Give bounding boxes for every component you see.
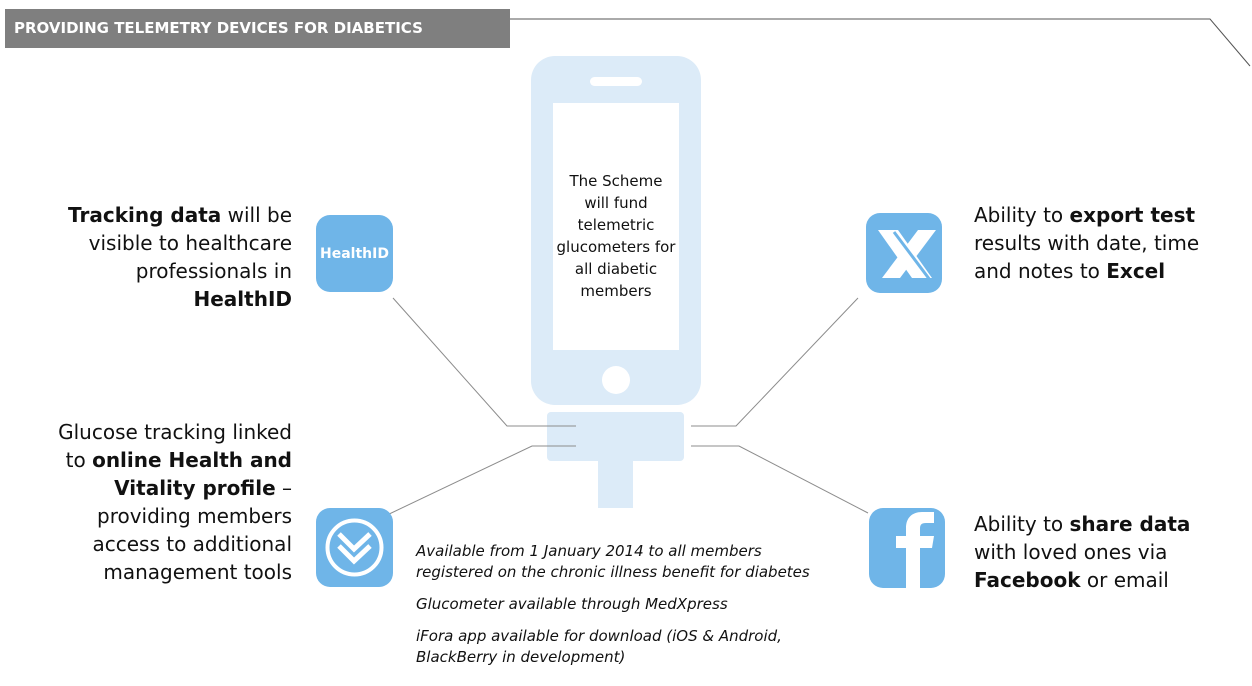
feature-text-line: access to additional [32, 530, 292, 558]
glucometer-dongle [547, 412, 684, 461]
phone-speaker [590, 77, 642, 86]
note-medxpress: Glucometer available through MedXpress [416, 595, 728, 613]
feature-text-span: results with date, time [974, 231, 1200, 255]
feature-text-line: Glucose tracking linked [32, 418, 292, 446]
feature-text-span: with loved ones via [974, 540, 1168, 564]
feature-text-line: professionals in HealthID [52, 257, 292, 313]
feature-text-line: management tools [32, 558, 292, 586]
feature-text-span: visible to healthcare [88, 231, 292, 255]
screen-line: telemetric [577, 216, 655, 234]
note-availability-line1: Available from 1 January 2014 to all mem… [416, 542, 762, 560]
vitality-icon [316, 508, 393, 587]
feature-text-bold: share data [1069, 512, 1191, 536]
feature-text-line: Ability to share data [974, 510, 1234, 538]
feature-text-bold: HealthID [193, 287, 293, 311]
feature-text-line: and notes to Excel [974, 257, 1234, 285]
screen-line: will fund [584, 194, 648, 212]
feature-text-span: Glucose tracking linked [58, 420, 292, 444]
phone-screen [553, 103, 679, 350]
feature-text-line: Ability to export test [974, 201, 1234, 229]
page-title: PROVIDING TELEMETRY DEVICES FOR DIABETIC… [5, 9, 510, 48]
feature-text-span: will be [221, 203, 292, 227]
feature-text-span: management tools [103, 560, 292, 584]
feature-text-bold: Excel [1106, 259, 1166, 283]
screen-line: glucometers for [556, 238, 676, 256]
feature-text-line: with loved ones via [974, 538, 1234, 566]
note-app-line1: iFora app available for download (iOS & … [416, 627, 782, 645]
feature-text-bold: Vitality profile [114, 476, 276, 500]
feature-text-bold: online Health and [92, 448, 292, 472]
feature-text-span: and notes to [974, 259, 1107, 283]
feature-text-span: professionals in [135, 259, 292, 283]
feature-text-line: providing members [32, 502, 292, 530]
feature-text-span: to [65, 448, 93, 472]
header-rule [510, 18, 1251, 67]
feature-text-line: Tracking data will be [52, 201, 292, 229]
notes: Available from 1 January 2014 to all mem… [416, 541, 856, 668]
feature-text-line: Vitality profile – [32, 474, 292, 502]
excel-icon [866, 213, 942, 293]
feature-text-span: or email [1080, 568, 1169, 592]
feature-text-line: visible to healthcare [52, 229, 292, 257]
feature-text-line: results with date, time [974, 229, 1234, 257]
screen-line: members [580, 282, 652, 300]
feature-text-span: access to additional [92, 532, 292, 556]
feature-text-bold: Facebook [974, 568, 1081, 592]
facebook-icon [869, 508, 945, 588]
feature-text-bold: export test [1069, 203, 1196, 227]
healthid-icon-label: HealthID [320, 245, 389, 262]
feature-text-span: providing members [97, 504, 292, 528]
phone-screen-text: The Scheme will fund telemetric glucomet… [553, 122, 679, 350]
screen-line: all diabetic [574, 260, 658, 278]
feature-text-line: Facebook or email [974, 566, 1234, 594]
feature-text-span: – [275, 476, 292, 500]
note-availability-line2: registered on the chronic illness benefi… [416, 563, 810, 581]
healthid-icon: HealthID [316, 215, 393, 292]
feature-text-line: to online Health and [32, 446, 292, 474]
connector-lines [384, 297, 869, 517]
feature-text-bold: Tracking data [68, 203, 222, 227]
feature-text-span: Ability to [974, 512, 1070, 536]
phone-home-button [602, 366, 630, 394]
glucometer-strip [598, 461, 633, 508]
screen-line: The Scheme [569, 172, 663, 190]
feature-text-span: Ability to [974, 203, 1070, 227]
note-app-line2: BlackBerry in development) [416, 648, 626, 666]
